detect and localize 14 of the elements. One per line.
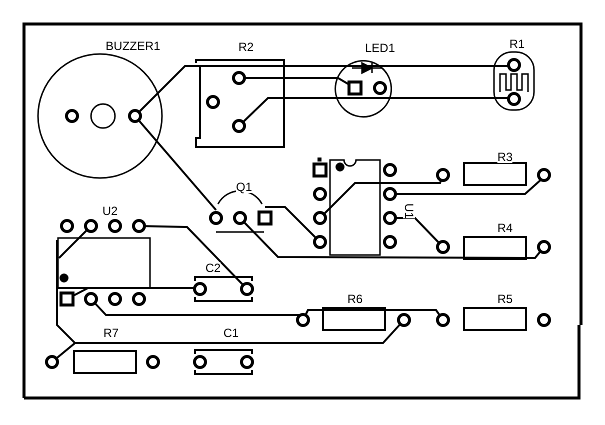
component-designator: R1 [509, 38, 525, 50]
component-designator: R2 [238, 41, 254, 53]
component-designator: Q1 [236, 181, 252, 193]
component-designator: R4 [497, 222, 513, 234]
component-designator: R3 [497, 151, 513, 163]
component-designator: R7 [103, 327, 119, 339]
component-designator: LED1 [364, 42, 396, 54]
component-designator: R6 [347, 293, 363, 305]
component-designator: U2 [102, 205, 118, 217]
component-designator: C1 [223, 327, 239, 339]
component-designator: U1 [403, 203, 415, 219]
component-designator: C2 [205, 262, 221, 274]
component-designator: R5 [497, 293, 513, 305]
component-designator: BUZZER1 [106, 40, 160, 52]
